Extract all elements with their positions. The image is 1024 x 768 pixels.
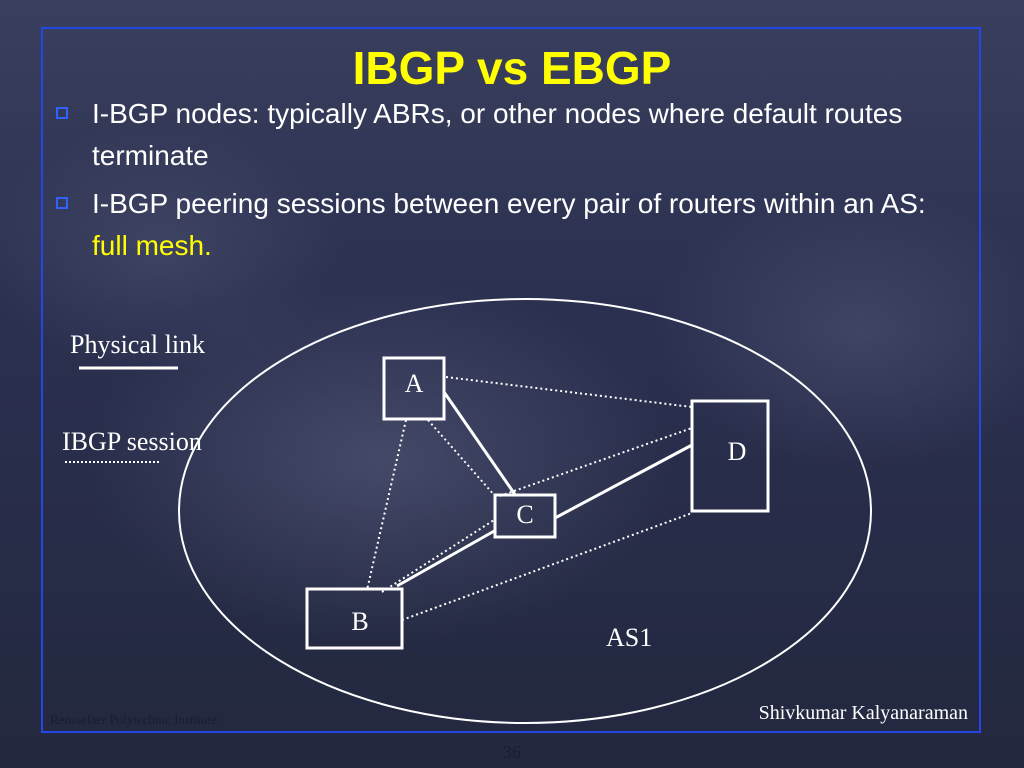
hollow-square-bullet-icon [56, 197, 68, 209]
as-label: AS1 [606, 623, 652, 652]
page-number: 36 [503, 742, 521, 762]
physical-links [396, 391, 693, 588]
router-node-d[interactable] [690, 399, 770, 513]
physical-link-b-c [396, 528, 497, 588]
bullet-item: I-BGP peering sessions between every pai… [52, 183, 942, 267]
ibgp-session-a-c [427, 419, 496, 497]
router-node-c[interactable] [493, 493, 557, 539]
physical-link-a-c [442, 391, 518, 497]
bullet-text: I-BGP peering sessions between every pai… [92, 188, 926, 219]
ibgp-session-b-c [381, 519, 495, 593]
router-node-b[interactable] [305, 587, 404, 650]
hollow-square-bullet-icon [56, 107, 68, 119]
footer-institution: Rensselaer Polytechnic Institute [50, 712, 217, 727]
bullet-highlight: full mesh. [92, 230, 212, 261]
ibgp-session-b-d [401, 512, 693, 621]
router-node-b-label: B [351, 607, 368, 636]
ibgp-sessions [366, 376, 693, 621]
slide-title: IBGP vs EBGP [352, 42, 672, 94]
bullet-item: I-BGP nodes: typically ABRs, or other no… [52, 93, 942, 177]
physical-link-c-d [554, 443, 693, 520]
bullet-text: I-BGP nodes: typically ABRs, or other no… [92, 98, 903, 171]
legend-physical-link-label: Physical link [70, 330, 205, 359]
ibgp-session-a-b [366, 419, 407, 591]
legend-ibgp-session-label: IBGP session [62, 427, 202, 456]
router-node-a-label: A [405, 369, 424, 398]
router-node-d-label: D [728, 437, 747, 466]
ibgp-session-c-d [499, 427, 693, 497]
as-boundary-ellipse [178, 298, 872, 724]
slide-frame [41, 27, 981, 733]
bullet-list: I-BGP nodes: typically ABRs, or other no… [52, 93, 942, 273]
router-node-a[interactable] [382, 356, 446, 421]
footer-author: Shivkumar Kalyanaraman [758, 702, 968, 724]
router-node-c-label: C [516, 500, 533, 529]
ibgp-session-a-d [445, 376, 693, 408]
